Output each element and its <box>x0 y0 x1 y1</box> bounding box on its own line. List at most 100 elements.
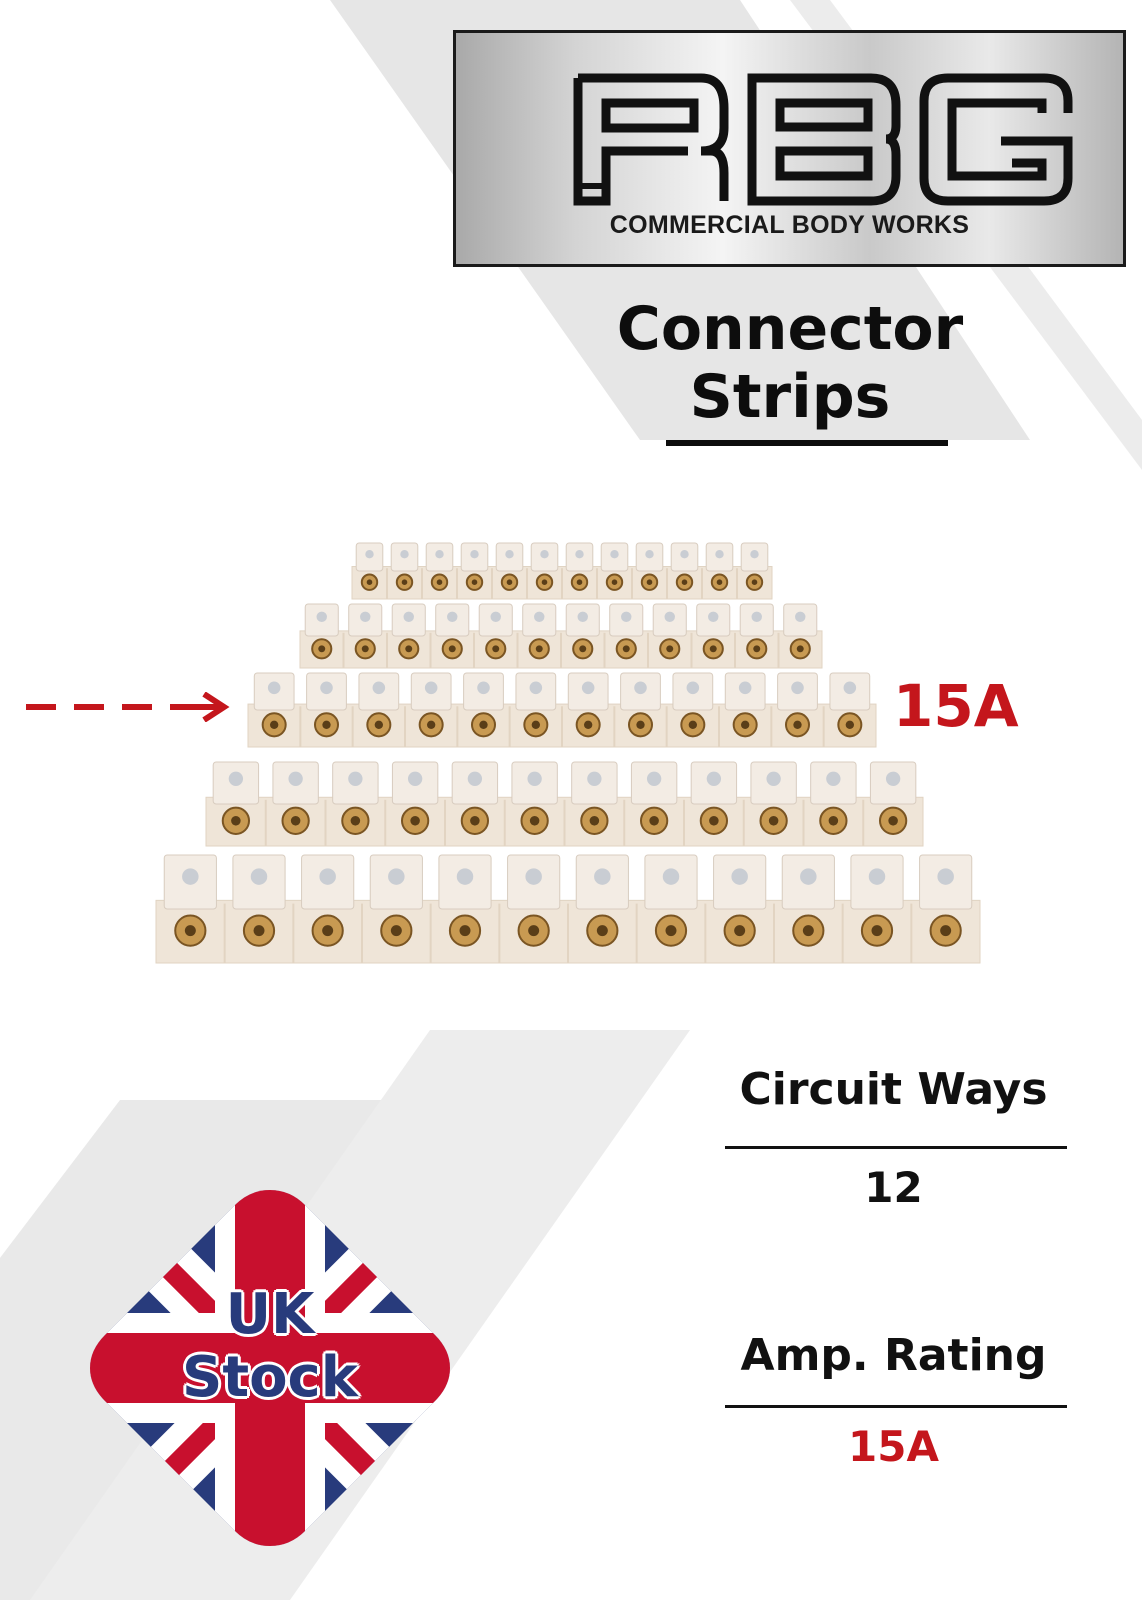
terminal-hole <box>740 720 750 729</box>
title-underline <box>666 440 948 446</box>
connector-screw <box>477 681 490 695</box>
terminal-hole <box>716 579 723 585</box>
terminal-hole <box>374 720 384 729</box>
title-line-2: Strips <box>689 362 891 432</box>
connector-screw <box>529 681 543 695</box>
connector-screw <box>662 868 680 885</box>
connector-screw <box>467 771 483 786</box>
connector-screw <box>320 681 333 695</box>
spec-divider <box>725 1405 1067 1408</box>
connector-screw <box>581 681 595 695</box>
connector-screw <box>646 771 662 786</box>
connector-screw <box>267 681 281 695</box>
terminal-hole <box>636 720 645 729</box>
connector-screw <box>288 771 303 786</box>
terminal-hole <box>681 579 688 585</box>
connector-screw <box>490 611 501 623</box>
connector-screw <box>885 771 901 786</box>
terminal-hole <box>492 645 500 653</box>
connector-screw <box>621 611 632 623</box>
terminal-hole <box>709 645 717 653</box>
connector-screw <box>388 868 405 885</box>
connector-screw <box>372 681 386 695</box>
connector-screw <box>407 771 423 786</box>
terminal-hole <box>888 816 898 826</box>
terminal-hole <box>231 816 241 826</box>
terminal-hole <box>579 645 587 653</box>
badge-line-2: Stock <box>181 1345 358 1410</box>
company-tagline: COMMERCIAL BODY WORKS <box>609 211 970 239</box>
spec-value-circuit-ways: 12 <box>864 1163 923 1212</box>
connector-screw <box>424 681 438 695</box>
connector-screw <box>937 868 954 885</box>
connector-screw <box>447 611 458 623</box>
connector-screw <box>680 550 689 559</box>
connector-screw <box>715 550 724 559</box>
connector-screw <box>766 771 781 786</box>
terminal-hole <box>253 925 265 937</box>
terminal-hole <box>535 645 543 653</box>
connector-screw <box>360 611 371 623</box>
connector-screw <box>868 868 886 885</box>
connector-screw <box>751 611 762 623</box>
connector-screw <box>525 868 542 885</box>
terminal-hole <box>390 925 402 937</box>
terminal-hole <box>479 720 488 729</box>
terminal-hole <box>940 925 952 937</box>
terminal-hole <box>361 645 369 653</box>
spec-label-circuit-ways: Circuit Ways <box>739 1064 1048 1115</box>
spec-divider <box>725 1146 1067 1149</box>
spec-value-amp-rating: 15A <box>848 1422 939 1471</box>
terminal-hole <box>471 579 478 585</box>
connector-screw <box>738 681 752 695</box>
connector-screw <box>706 771 722 786</box>
connector-screw <box>795 611 806 623</box>
terminal-hole <box>350 816 361 826</box>
terminal-hole <box>528 925 540 937</box>
terminal-hole <box>796 645 804 653</box>
terminal-hole <box>506 579 513 585</box>
company-logo: COMMERCIAL BODY WORKS <box>453 30 1126 267</box>
terminal-hole <box>318 645 326 653</box>
connector-screw <box>594 868 611 885</box>
connector-screw <box>534 611 545 623</box>
connector-screw <box>843 681 857 695</box>
terminal-hole <box>290 816 301 826</box>
connector-screw <box>634 681 647 695</box>
terminal-hole <box>583 720 593 729</box>
connector-screw <box>365 550 374 559</box>
connector-screw <box>540 550 549 559</box>
terminal-hole <box>793 720 802 729</box>
connector-screw <box>505 550 514 559</box>
terminal-hole <box>541 579 548 585</box>
connector-screw <box>610 550 619 559</box>
terminal-hole <box>871 925 883 937</box>
connector-screw <box>316 611 327 623</box>
terminal-hole <box>622 645 630 653</box>
terminal-hole <box>665 925 677 937</box>
connector-screw <box>435 550 444 559</box>
page-title: Connector Strips <box>560 295 1020 431</box>
connector-screw <box>403 611 414 623</box>
spec-label-amp-rating: Amp. Rating <box>740 1330 1047 1381</box>
terminal-hole <box>845 720 855 729</box>
terminal-hole <box>751 579 758 585</box>
connector-screw <box>664 611 675 623</box>
terminal-hole <box>184 925 196 937</box>
connector-screw <box>587 771 602 786</box>
terminal-hole <box>649 816 659 826</box>
rbg-logo-mark <box>573 73 1073 206</box>
connector-screw <box>400 550 409 559</box>
connector-screw <box>456 868 474 885</box>
badge-line-1: UK <box>225 1282 315 1347</box>
connector-screw <box>731 868 748 885</box>
terminal-hole <box>753 645 761 653</box>
dashed-arrow-icon <box>26 692 230 722</box>
connector-screw <box>800 868 817 885</box>
terminal-hole <box>709 816 719 826</box>
terminal-hole <box>401 579 408 585</box>
connector-screw <box>686 681 700 695</box>
terminal-hole <box>802 925 814 937</box>
